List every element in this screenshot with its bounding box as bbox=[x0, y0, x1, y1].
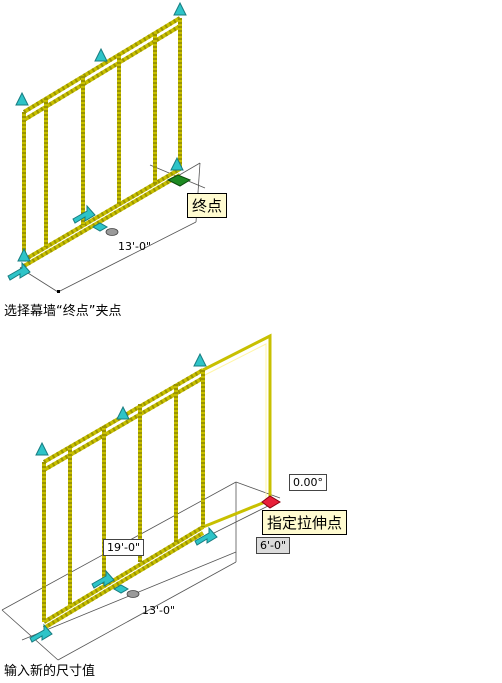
top-caption: 选择幕墙“终点”夹点 bbox=[4, 304, 122, 319]
grip-arrow-icon bbox=[35, 441, 49, 456]
bottom-sill-beam bbox=[42, 525, 205, 624]
top-sill-beam bbox=[22, 167, 182, 262]
extended-frame bbox=[202, 333, 272, 500]
top-dimension-tick bbox=[57, 290, 60, 293]
endpoint-grip-icon bbox=[166, 174, 192, 187]
grip-arrow-icon bbox=[94, 47, 108, 62]
top-curtain-wall bbox=[7, 1, 206, 293]
grip-arrow-icon bbox=[116, 405, 130, 420]
grip-arrow-icon bbox=[29, 623, 53, 643]
grip-arrow-icon bbox=[105, 228, 119, 236]
bottom-caption: 输入新的尺寸值 bbox=[4, 664, 96, 679]
top-dimension-label: 13'-0" bbox=[118, 240, 152, 253]
grip-arrow-icon bbox=[193, 352, 207, 367]
grip-arrow-icon bbox=[7, 261, 31, 281]
extended-frame bbox=[202, 343, 267, 504]
bottom-head-beam bbox=[42, 376, 205, 472]
extended-frame bbox=[202, 498, 271, 529]
grip-arrow-icon bbox=[72, 204, 96, 224]
top-head-beam bbox=[22, 16, 182, 114]
grip-arrow-icon bbox=[126, 590, 140, 598]
top-dimension-line bbox=[57, 221, 197, 293]
grip-arrow-icon bbox=[173, 1, 187, 16]
grip-arrow-icon bbox=[91, 569, 115, 589]
bottom-sill-beam bbox=[42, 531, 205, 630]
angle-input[interactable]: 0.00° bbox=[289, 474, 327, 491]
grip-arrow-icon bbox=[17, 247, 31, 262]
dimension-input-right[interactable]: 6'-0" bbox=[256, 537, 291, 554]
endpoint-tooltip: 终点 bbox=[187, 193, 228, 218]
stretch-point-tooltip: 指定拉伸点 bbox=[262, 510, 348, 535]
grip-arrow-icon bbox=[91, 222, 109, 232]
bottom-work-line bbox=[235, 481, 281, 499]
top-sill-beam bbox=[22, 173, 182, 268]
dimension-input-left[interactable]: 19'-0" bbox=[103, 539, 145, 556]
grip-arrow-icon bbox=[170, 156, 184, 171]
bottom-dimension-label: 13'-0" bbox=[142, 604, 176, 617]
stretch-grip-icon bbox=[261, 495, 281, 509]
grip-arrow-icon bbox=[112, 584, 130, 594]
bottom-dimension-line bbox=[57, 561, 237, 661]
bottom-extension-line bbox=[1, 609, 59, 661]
grip-arrow-icon bbox=[194, 526, 218, 546]
bottom-curtain-wall bbox=[1, 333, 281, 661]
grip-arrow-icon bbox=[15, 91, 29, 106]
